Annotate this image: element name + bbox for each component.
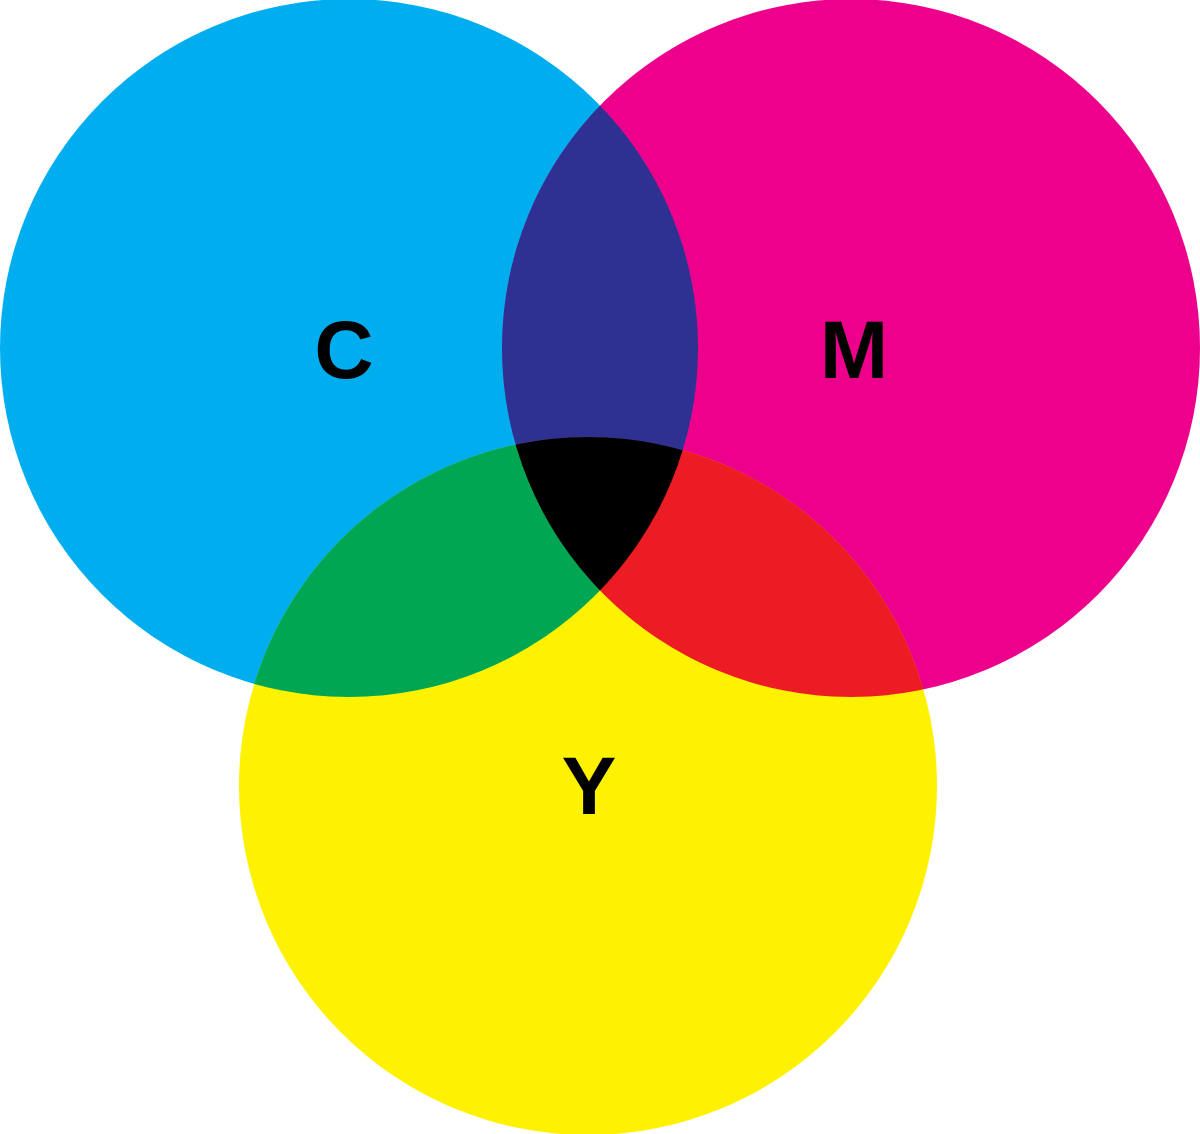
cyan-yellow-overlap [239, 437, 698, 697]
magenta-yellow-overlap [502, 437, 937, 697]
magenta-label: M [820, 305, 888, 396]
yellow-label: Y [562, 741, 617, 832]
cyan-label: C [314, 305, 373, 396]
